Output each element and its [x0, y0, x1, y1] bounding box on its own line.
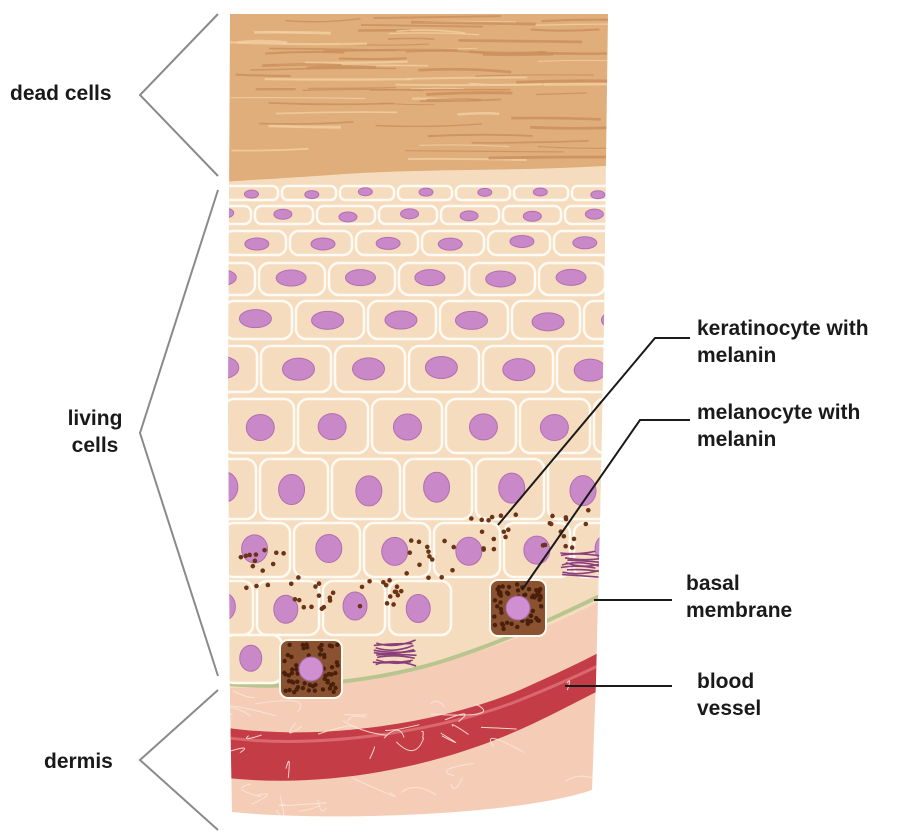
living-cells-label-line2: cells: [55, 432, 135, 459]
basal-membrane-label-line2: membrane: [686, 597, 792, 624]
living-cells-bracket: [140, 190, 218, 676]
keratinocyte-label-line2: melanin: [697, 342, 869, 369]
keratinocyte-label: keratinocyte with melanin: [697, 315, 869, 369]
dermis-label: dermis: [44, 748, 113, 775]
melanocyte-label-line1: melanocyte with: [697, 399, 860, 426]
blood-vessel-label: blood vessel: [697, 668, 761, 722]
blood-vessel-label-line1: blood: [697, 668, 761, 695]
living-cells-label: living cells: [55, 405, 135, 459]
living-cells-label-line1: living: [55, 405, 135, 432]
skin-column: [187, 10, 691, 830]
keratinocyte-label-line1: keratinocyte with: [697, 315, 869, 342]
melanocyte-label-line2: melanin: [697, 426, 860, 453]
basal-membrane-label-line1: basal: [686, 570, 792, 597]
dead-cells-bracket: [140, 14, 218, 176]
basal-membrane-label: basal membrane: [686, 570, 792, 624]
dermis-bracket: [140, 690, 218, 830]
melanocyte-label: melanocyte with melanin: [697, 399, 860, 453]
blood-vessel-label-line2: vessel: [697, 695, 761, 722]
dead-cells-label: dead cells: [10, 80, 112, 107]
